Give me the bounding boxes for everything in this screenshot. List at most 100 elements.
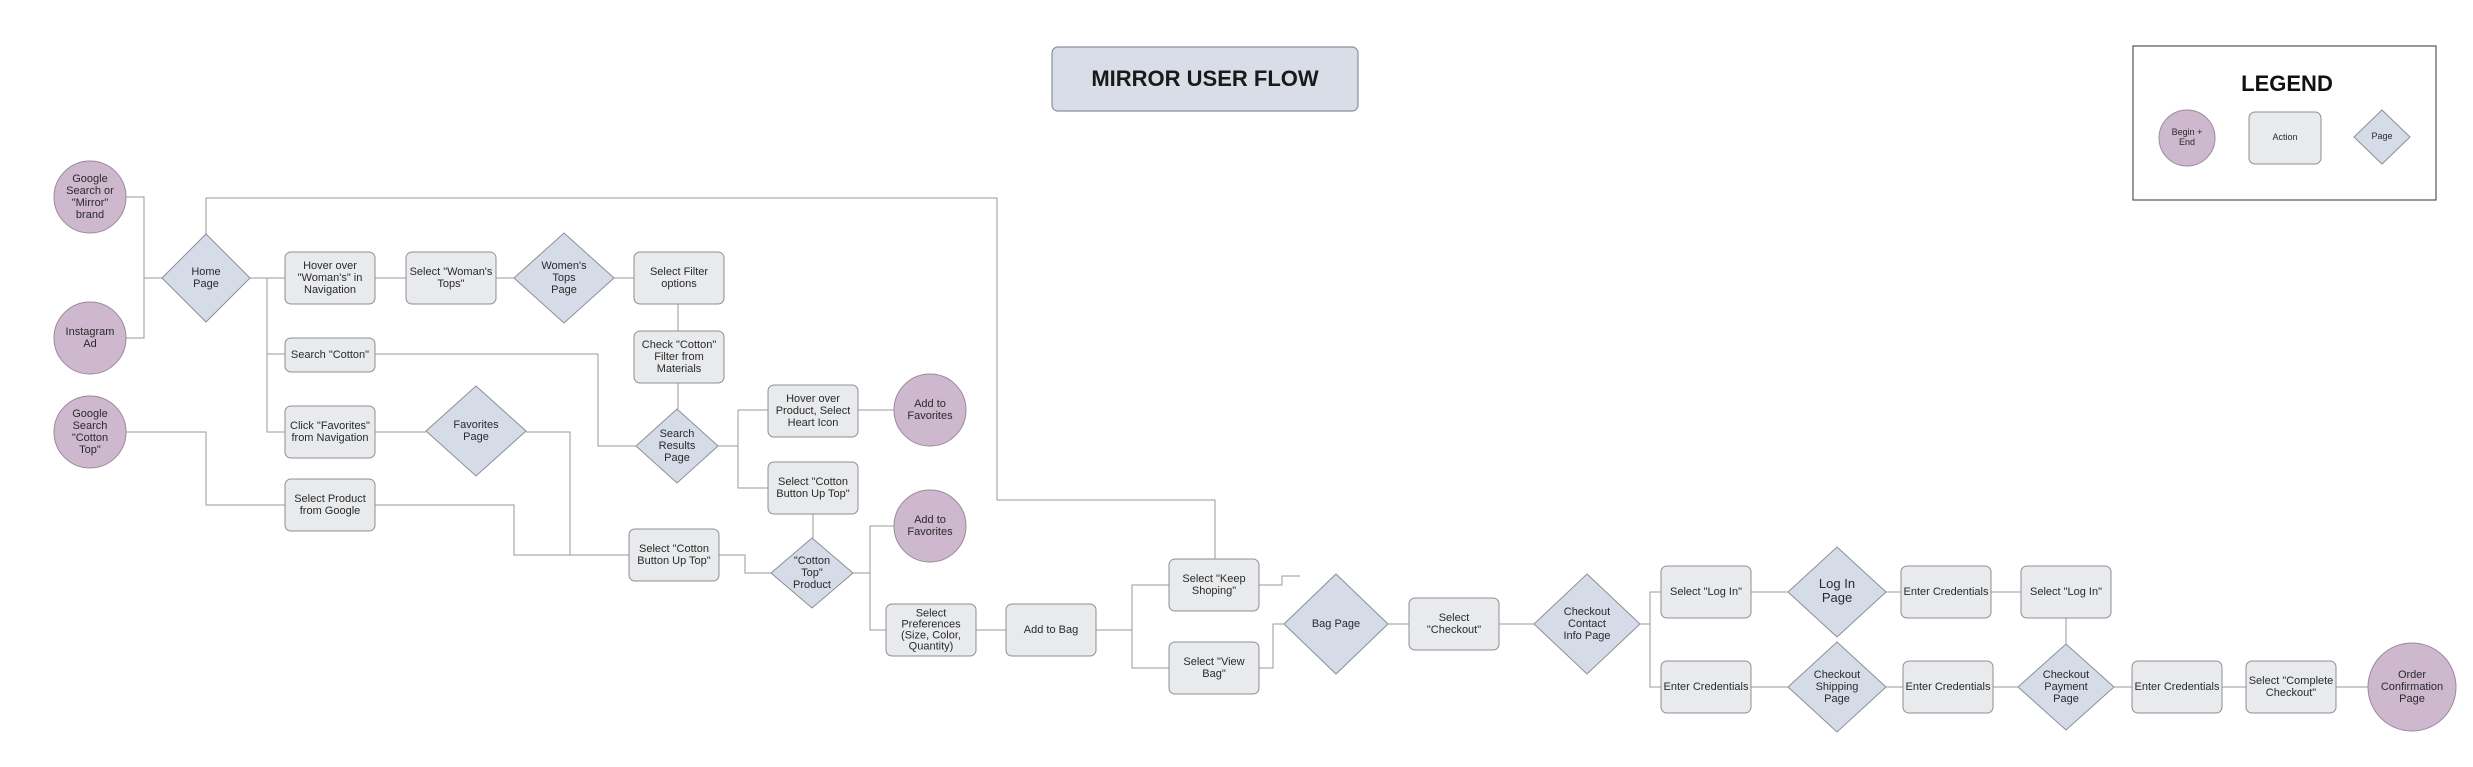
label-line: Select — [916, 607, 947, 619]
label-line: Top" — [79, 444, 101, 456]
label-line: Select "Log In" — [2030, 586, 2102, 598]
node-view-bag — [1168, 641, 1260, 695]
label-line: Log In — [1819, 576, 1855, 591]
label-line: Checkout — [1564, 606, 1610, 618]
label-line: Select "Complete — [2249, 675, 2334, 687]
node-add-fav-1 — [893, 373, 967, 447]
label-line: "Checkout" — [1427, 624, 1481, 636]
label-line: Page — [463, 431, 489, 443]
label-line: Tops" — [437, 278, 464, 290]
label-line: Button Up Top" — [776, 488, 850, 500]
edge-results-hover — [718, 409, 768, 447]
label-line: Check "Cotton" — [642, 339, 717, 351]
label-line: Google — [72, 408, 107, 420]
label-line: Ad — [83, 338, 96, 350]
label-line: Tops — [552, 272, 576, 284]
edge-home-favorites — [250, 277, 285, 433]
node-click-favorites-label: Click "Favorites"from Navigation — [290, 420, 370, 444]
node-add-fav-2 — [893, 489, 967, 563]
legend-title: LEGEND — [2241, 71, 2333, 96]
label-line: from Google — [300, 505, 361, 517]
label-line: Materials — [657, 363, 702, 375]
edge-select2-cottonproduct — [719, 554, 771, 574]
label-line: Add to — [914, 398, 946, 410]
node-select-checkout — [1408, 597, 1500, 651]
node-select-cotton-btn-1 — [767, 461, 859, 515]
label-line: (Size, Color, — [901, 629, 961, 641]
label-line: Info Page — [1563, 630, 1610, 642]
edge-results-select1 — [718, 445, 768, 489]
node-select-cotton-btn-2 — [628, 528, 720, 582]
label-line: Preferences — [901, 618, 961, 630]
legend-terminal-shape — [2158, 109, 2216, 167]
label-line: Payment — [2044, 681, 2087, 693]
node-home-page — [161, 233, 251, 323]
label-line: from Navigation — [291, 432, 368, 444]
label-line: Page — [551, 284, 577, 296]
legend-action-shape — [2248, 111, 2322, 165]
label-line: Add to Bag — [1024, 624, 1078, 636]
node-search-cotton-label: Search "Cotton" — [291, 349, 369, 361]
node-enter-credentials-2 — [1660, 660, 1752, 714]
label-line: Quantity) — [909, 640, 954, 652]
node-search-results-page — [635, 408, 719, 484]
edge-keep-bagpage — [1259, 575, 1300, 586]
node-select-login-1 — [1660, 565, 1752, 619]
node-select-womans-tops — [405, 251, 497, 305]
label-line: Page — [193, 278, 219, 290]
legend-terminal-label: Begin +End — [2172, 127, 2203, 147]
label-line: Action — [2272, 132, 2297, 142]
label-line: Enter Credentials — [1904, 586, 1989, 598]
edge-cottonproduct-fav2 — [853, 525, 894, 574]
label-line: Page — [2371, 131, 2392, 141]
label-line: Favorites — [453, 419, 499, 431]
label-line: Bag Page — [1312, 618, 1360, 630]
label-line: Shipping — [1816, 681, 1859, 693]
node-search-cotton — [284, 337, 376, 373]
edge-google-home — [126, 196, 162, 279]
node-enter-credentials-1 — [1900, 565, 1992, 619]
edge-home-loop — [205, 197, 1216, 564]
label-line: Hover over — [303, 260, 357, 272]
label-line: Product, Select — [776, 405, 851, 417]
label-line: Select "Log In" — [1670, 586, 1742, 598]
label-line: Click "Favorites" — [290, 420, 370, 432]
edge-addbag-keep — [1096, 584, 1169, 631]
label-line: Select Filter — [650, 266, 708, 278]
label-line: Select — [1439, 612, 1470, 624]
edge-contact-enter1 — [1640, 623, 1661, 688]
edge-instagram-home — [126, 277, 162, 339]
label-line: Enter Credentials — [1906, 681, 1991, 693]
node-select-preferences — [885, 603, 977, 657]
node-google-search — [53, 160, 127, 234]
label-line: Checkout — [2043, 669, 2089, 681]
node-bag-page — [1283, 573, 1389, 675]
label-line: Checkout" — [2266, 687, 2316, 699]
label-line: Select "Keep — [1182, 573, 1245, 585]
node-select-filter — [633, 251, 725, 305]
legend-page-shape — [2353, 109, 2411, 165]
label-line: Select Product — [294, 493, 366, 505]
label-line: Contact — [1568, 618, 1606, 630]
node-click-favorites — [284, 405, 376, 459]
node-add-to-bag — [1005, 603, 1097, 657]
node-select-login-2-label: Select "Log In" — [2030, 586, 2102, 598]
diagram-title-text: MIRROR USER FLOW — [1091, 66, 1319, 91]
label-line: Bag" — [1202, 668, 1226, 680]
node-order-confirmation — [2367, 642, 2457, 732]
node-checkout-contact-page — [1533, 573, 1641, 675]
node-enter-credentials-1-label: Enter Credentials — [1904, 586, 1989, 598]
node-hover-product — [767, 384, 859, 438]
node-womens-tops-page — [513, 232, 615, 324]
